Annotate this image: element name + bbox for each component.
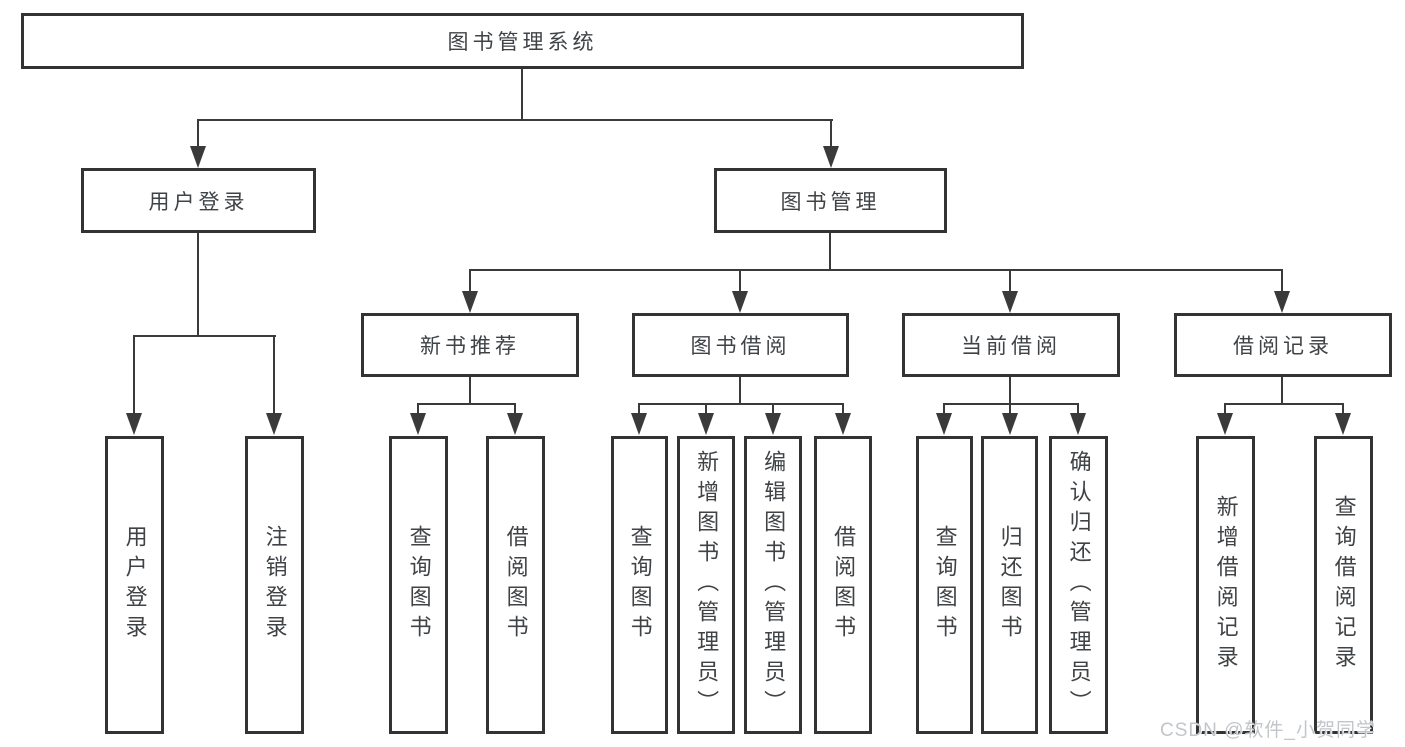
arrow-down-icon: [936, 413, 952, 435]
connector-vline: [521, 69, 523, 119]
node-label: 查询图书: [627, 525, 653, 645]
node-book-management: 图书管理: [714, 168, 947, 233]
node-borrow-records: 借阅记录: [1174, 313, 1392, 377]
node-book-borrowing: 图书借阅: [632, 313, 849, 377]
connector-vline: [469, 377, 471, 404]
node-user-login: 用户登录: [81, 168, 316, 233]
arrow-down-icon: [126, 413, 142, 435]
node-label: 新书推荐: [420, 335, 520, 358]
connector-hline: [1224, 403, 1344, 405]
node-label: 借阅图书: [503, 525, 529, 645]
arrow-down-icon: [835, 413, 851, 435]
arrow-down-icon: [1070, 413, 1086, 435]
leaf-logout-login: 注销登录: [245, 436, 304, 734]
connector-vline: [829, 233, 831, 271]
arrow-down-icon: [190, 146, 206, 168]
connector-hline: [417, 403, 516, 405]
node-label: 用户登录: [122, 525, 148, 645]
node-label: 图书管理系统: [447, 31, 598, 54]
leaf-query-borrow-record: 查询借阅记录: [1314, 436, 1373, 734]
arrow-down-icon: [1217, 413, 1233, 435]
arrow-down-icon: [410, 413, 426, 435]
connector-vline: [842, 405, 844, 414]
node-label: 当前借阅: [961, 335, 1061, 358]
arrow-down-icon: [823, 146, 839, 168]
connector-vline: [772, 405, 774, 414]
arrow-down-icon: [462, 291, 478, 313]
arrow-down-icon: [266, 413, 282, 435]
connector-vline: [705, 405, 707, 414]
leaf-query-books-current: 查询图书: [916, 436, 973, 734]
leaf-add-books-admin: 新增图书（管理员）: [677, 436, 735, 734]
connector-vline: [1224, 405, 1226, 414]
watermark: CSDN @软件_小贺同学: [1160, 720, 1376, 741]
node-label: 图书借阅: [690, 335, 791, 358]
arrow-down-icon: [1002, 413, 1018, 435]
connector-vline: [469, 271, 471, 292]
arrow-down-icon: [765, 413, 781, 435]
node-label: 确认归还（管理员）: [1066, 450, 1092, 720]
arrow-down-icon: [507, 413, 523, 435]
node-label: 查询图书: [406, 525, 432, 645]
connector-vline: [830, 121, 832, 147]
connector-vline: [943, 405, 945, 414]
connector-vline: [133, 337, 135, 414]
arrow-down-icon: [631, 413, 647, 435]
connector-vline: [417, 405, 419, 414]
connector-vline: [1009, 271, 1011, 292]
node-label: 编辑图书（管理员）: [761, 450, 787, 720]
leaf-query-books-recommend: 查询图书: [389, 436, 448, 734]
leaf-edit-books-admin: 编辑图书（管理员）: [744, 436, 802, 734]
connector-vline: [638, 405, 640, 414]
connector-vline: [1342, 405, 1344, 414]
arrow-down-icon: [698, 413, 714, 435]
node-label: 归还图书: [997, 525, 1023, 645]
connector-vline: [197, 233, 199, 337]
connector-hline: [943, 403, 1079, 405]
leaf-confirm-return-admin: 确认归还（管理员）: [1049, 436, 1108, 734]
connector-vline: [1009, 405, 1011, 414]
leaf-query-books-borrowing: 查询图书: [611, 436, 668, 734]
connector-hline: [469, 269, 1283, 271]
node-current-borrowing: 当前借阅: [902, 313, 1120, 377]
arrow-down-icon: [1274, 291, 1290, 313]
connector-vline: [197, 121, 199, 147]
connector-vline: [739, 377, 741, 404]
connector-hline: [197, 119, 833, 121]
node-new-book-recommendation: 新书推荐: [361, 313, 579, 377]
node-label: 新增借阅记录: [1213, 495, 1239, 675]
leaf-add-borrow-record: 新增借阅记录: [1196, 436, 1255, 734]
node-label: 查询图书: [932, 525, 958, 645]
connector-vline: [514, 405, 516, 414]
node-label: 图书管理: [780, 190, 881, 214]
node-label: 借阅图书: [831, 525, 857, 645]
leaf-user-login: 用户登录: [105, 436, 164, 734]
connector-vline: [1077, 405, 1079, 414]
node-label: 注销登录: [262, 525, 288, 645]
node-library-management-system: 图书管理系统: [21, 13, 1024, 69]
connector-vline: [273, 337, 275, 414]
connector-hline: [133, 335, 276, 337]
node-label: 查询借阅记录: [1331, 495, 1357, 675]
connector-vline: [739, 271, 741, 292]
connector-vline: [1009, 377, 1011, 404]
arrow-down-icon: [732, 291, 748, 313]
arrow-down-icon: [1335, 413, 1351, 435]
node-label: 借阅记录: [1233, 335, 1333, 358]
connector-hline: [638, 403, 844, 405]
connector-vline: [1281, 271, 1283, 292]
leaf-return-books: 归还图书: [981, 436, 1038, 734]
node-label: 新增图书（管理员）: [694, 450, 720, 720]
node-label: 用户登录: [148, 190, 249, 214]
leaf-borrow-books-recommend: 借阅图书: [486, 436, 545, 734]
leaf-borrow-books-borrowing: 借阅图书: [814, 436, 872, 734]
arrow-down-icon: [1002, 291, 1018, 313]
connector-vline: [1281, 377, 1283, 404]
